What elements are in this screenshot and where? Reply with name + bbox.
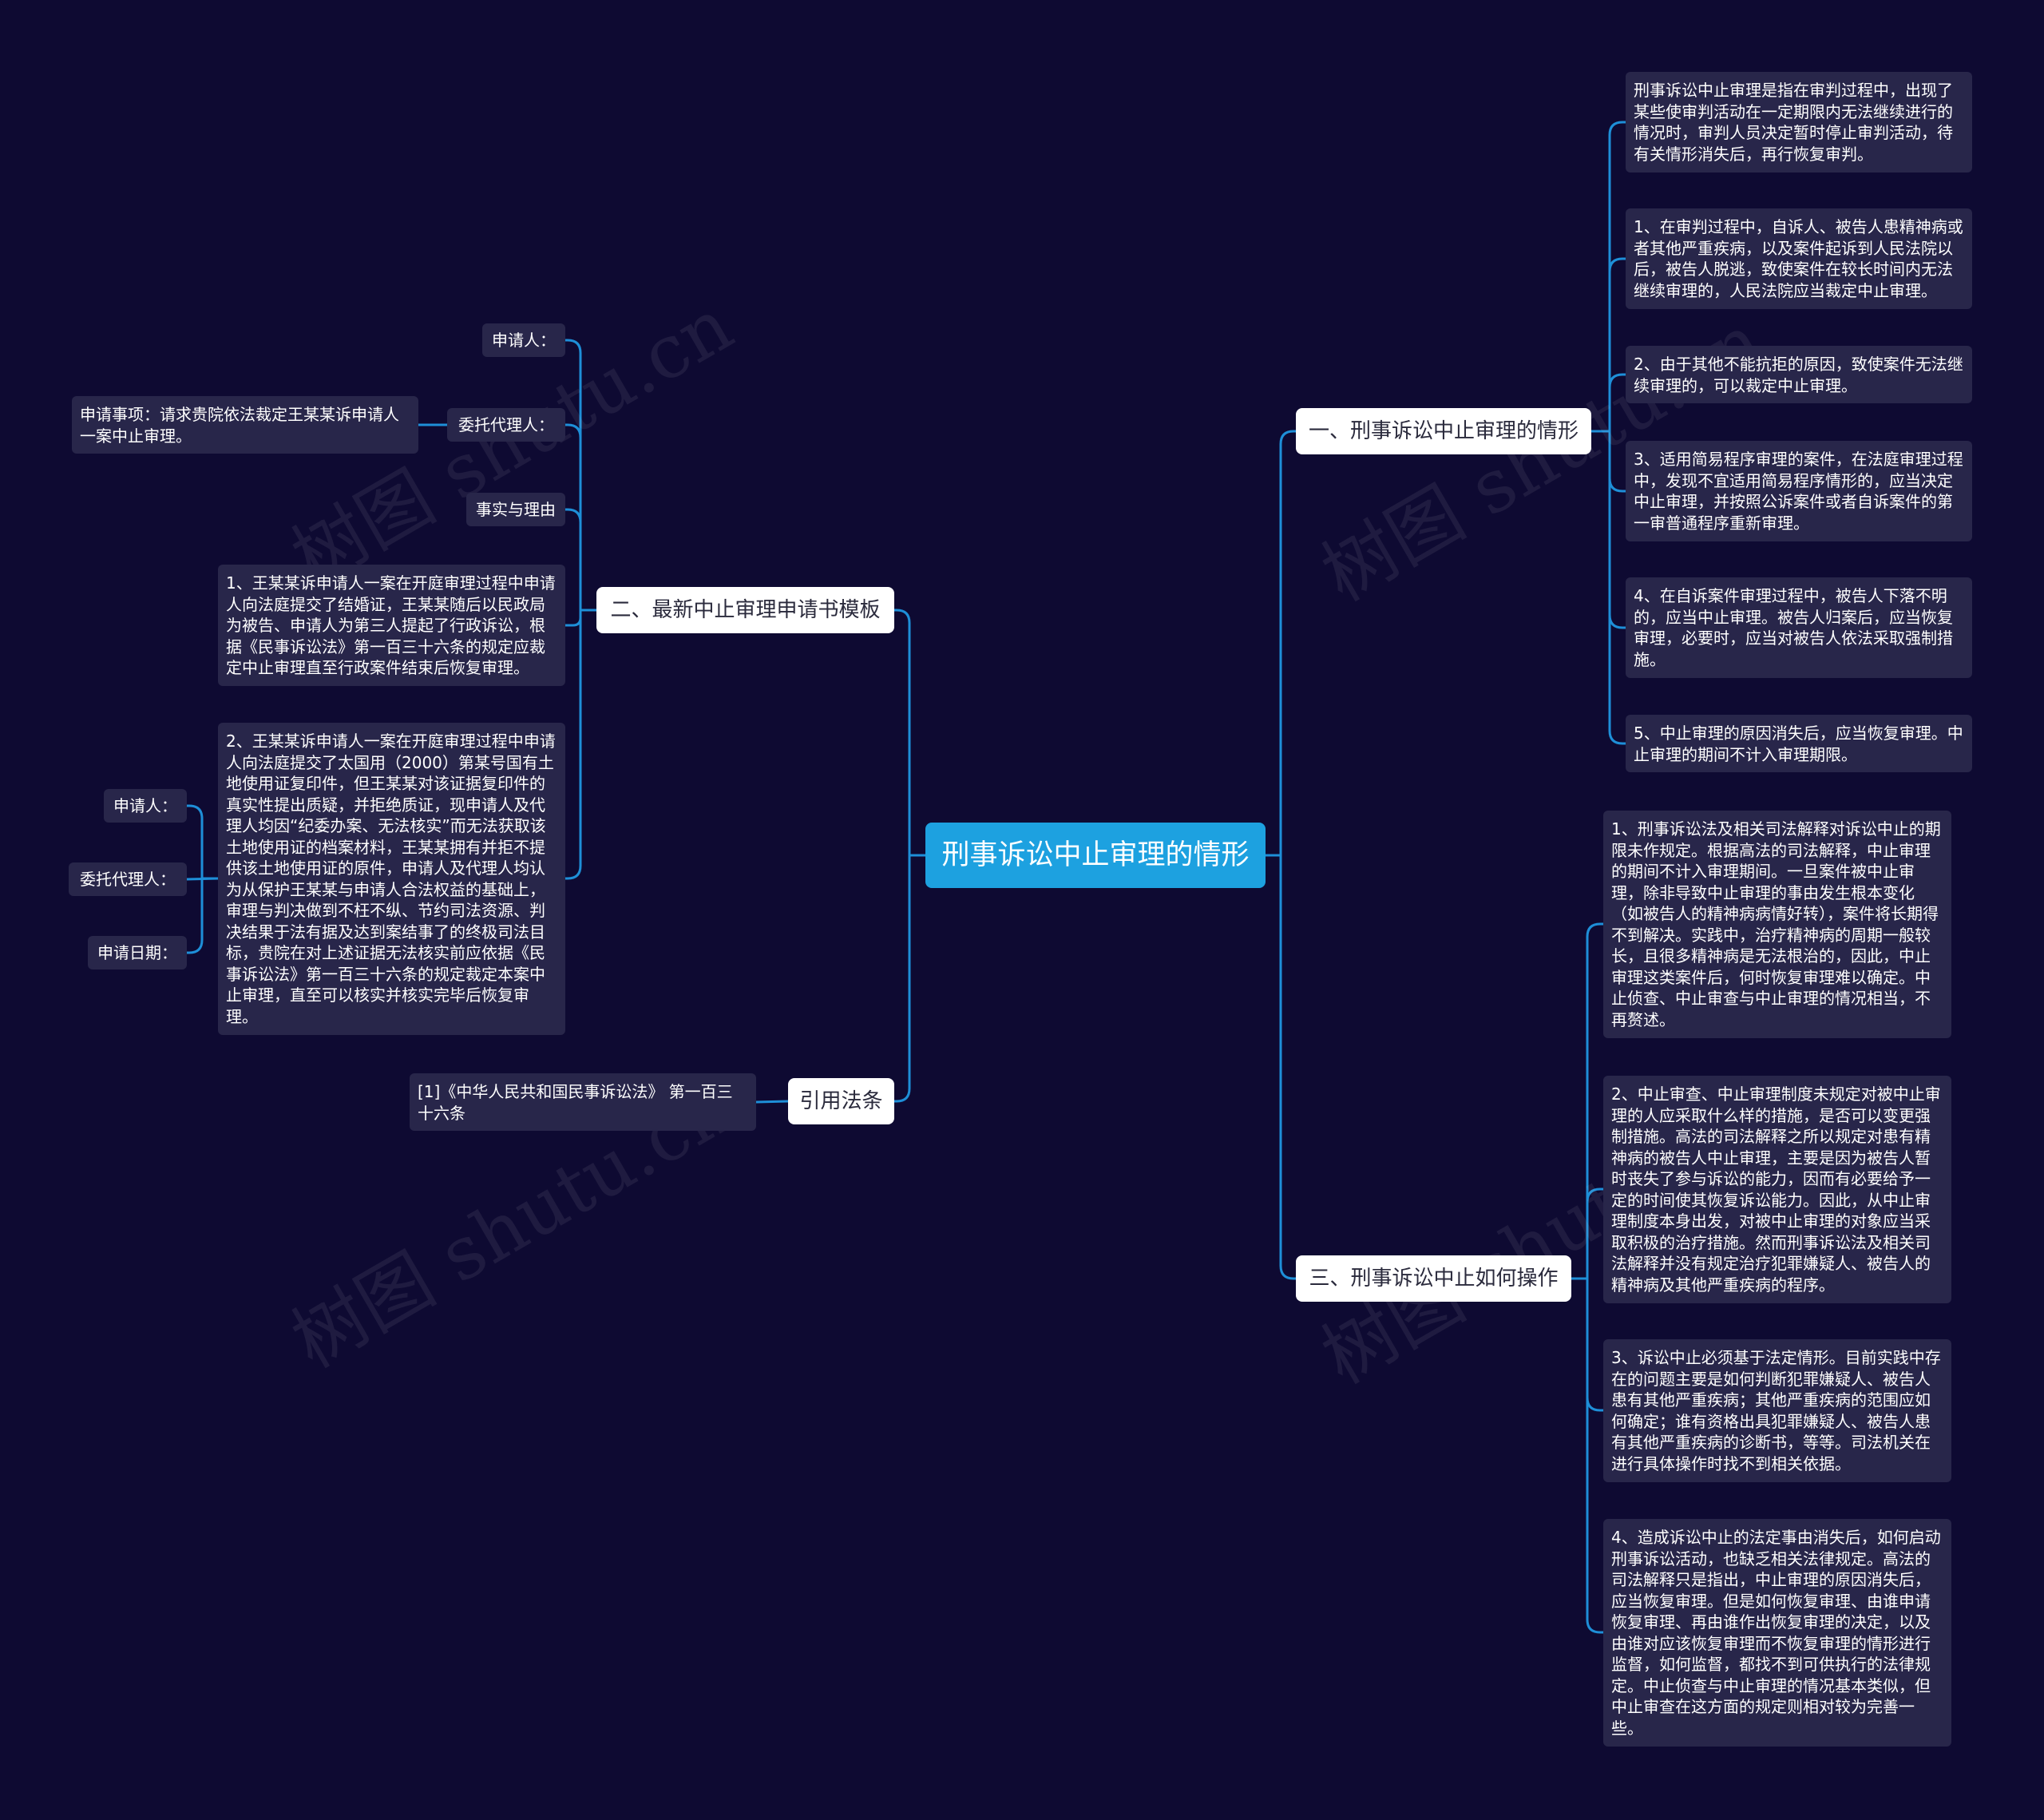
label-facts[interactable]: 事实与理由 — [466, 493, 565, 526]
topic-situations[interactable]: 一、刑事诉讼中止审理的情形 — [1296, 408, 1591, 454]
connector-situations-leaf-1 — [1591, 257, 1626, 433]
connector-template-child-1 — [565, 423, 596, 612]
topic-template[interactable]: 二、最新中止审理申请书模板 — [596, 587, 894, 633]
connector-root-topic-operation — [1266, 854, 1296, 1280]
connector-reason2-label-0 — [187, 804, 218, 880]
root-node[interactable]: 刑事诉讼中止审理的情形 — [925, 823, 1266, 888]
connector-template-child-0 — [565, 339, 596, 612]
connector-operation-leaf-3 — [1571, 1277, 1603, 1634]
connector-root-topic-citation — [894, 854, 925, 1103]
leaf-situation-1[interactable]: 1、在审判过程中，自诉人、被告人患精神病或者其他严重疾病，以及案件起诉到人民法院… — [1626, 208, 1972, 309]
connector-situations-leaf-5 — [1591, 430, 1626, 745]
connector-situations-leaf-2 — [1591, 373, 1626, 433]
connector-template-child-2 — [565, 508, 596, 612]
connector-reason2-label-2 — [187, 877, 218, 954]
connector-operation-leaf-1 — [1571, 1188, 1603, 1280]
label-sub-applicant[interactable]: 申请人： — [104, 789, 187, 823]
leaf-situation-3[interactable]: 3、适用简易程序审理的案件，在法庭审理过程中，发现不宜适用简易程序情形的，应当决… — [1626, 441, 1972, 541]
leaf-reason-2[interactable]: 2、王某某诉申请人一案在开庭审理过程中申请人向法庭提交了太国用（2000）第某号… — [218, 723, 565, 1035]
connector-root-topic-template — [894, 609, 925, 857]
leaf-request[interactable]: 申请事项：请求贵院依法裁定王某某诉申请人一案中止审理。 — [72, 396, 418, 454]
connector-root-topic-situations — [1266, 430, 1296, 857]
leaf-operation-4[interactable]: 4、造成诉讼中止的法定事由消失后，如何启动刑事诉讼活动，也缺乏相关法律规定。高法… — [1603, 1519, 1951, 1747]
leaf-operation-3[interactable]: 3、诉讼中止必须基于法定情形。目前实践中存在的问题主要是如何判断犯罪嫌疑人、被告… — [1603, 1339, 1951, 1482]
connector-operation-leaf-0 — [1571, 922, 1603, 1280]
label-sub-agent[interactable]: 委托代理人： — [69, 862, 187, 896]
label-agent[interactable]: 委托代理人： — [447, 408, 565, 442]
leaf-definition[interactable]: 刑事诉讼中止审理是指在审判过程中，出现了某些使审判活动在一定期限内无法继续进行的… — [1626, 72, 1972, 172]
leaf-operation-2[interactable]: 2、中止审查、中止审理制度未规定对被中止审理的人应采取什么样的措施，是否可以变更… — [1603, 1076, 1951, 1303]
connector-template-child-4 — [565, 609, 596, 880]
connector-situations-leaf-0 — [1591, 121, 1626, 433]
leaf-situation-2[interactable]: 2、由于其他不能抗拒的原因，致使案件无法继续审理的，可以裁定中止审理。 — [1626, 346, 1972, 403]
leaf-citation[interactable]: [1]《中华人民共和国民事诉讼法》 第一百三十六条 — [410, 1073, 756, 1131]
leaf-situation-4[interactable]: 4、在自诉案件审理过程中，被告人下落不明的，应当中止审理。被告人归案后，应当恢复… — [1626, 577, 1972, 678]
label-applicant[interactable]: 申请人： — [482, 323, 565, 357]
topic-citation[interactable]: 引用法条 — [788, 1078, 894, 1124]
label-sub-date[interactable]: 申请日期： — [88, 936, 187, 969]
connector-citation-leaf — [755, 1100, 789, 1104]
leaf-reason-1[interactable]: 1、王某某诉申请人一案在开庭审理过程中申请人向法庭提交了结婚证，王某某随后以民政… — [218, 565, 565, 686]
topic-operation[interactable]: 三、刑事诉讼中止如何操作 — [1296, 1255, 1571, 1302]
leaf-situation-5[interactable]: 5、中止审理的原因消失后，应当恢复审理。中止审理的期间不计入审理期限。 — [1626, 715, 1972, 772]
leaf-operation-1[interactable]: 1、刑事诉讼法及相关司法解释对诉讼中止的期限未作规定。根据高法的司法解释，中止审… — [1603, 811, 1951, 1038]
